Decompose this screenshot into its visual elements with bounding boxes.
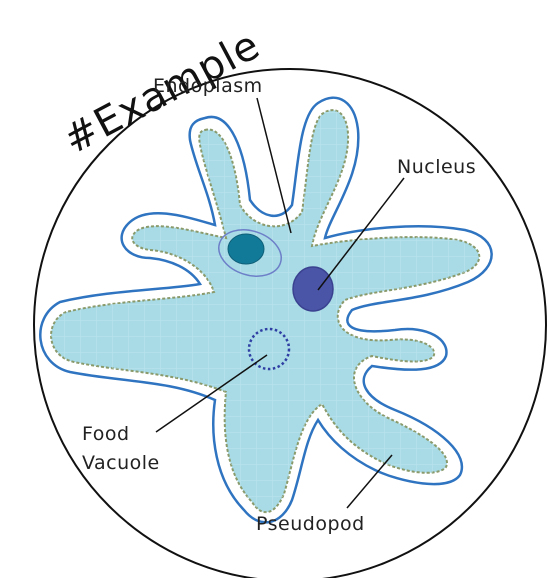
label-pseudopod: Pseudopod xyxy=(256,513,365,535)
nucleus-leader xyxy=(317,177,405,291)
contractile-vacuole-outline xyxy=(218,229,282,277)
cytoplasm-texture xyxy=(51,110,480,513)
contractile-vacuole xyxy=(227,233,265,265)
food-vacuole-leader xyxy=(155,354,268,433)
label-endoplasm: Endoplasm xyxy=(153,75,263,97)
label-food-vacuole-line1: Food xyxy=(82,423,130,445)
pseudopod-leader xyxy=(346,454,393,509)
label-food-vacuole-line2: Vacuole xyxy=(82,452,160,474)
food-vacuole xyxy=(247,327,291,371)
endoplasm-leader xyxy=(256,97,292,234)
nucleus xyxy=(292,266,334,312)
label-nucleus: Nucleus xyxy=(397,156,476,178)
